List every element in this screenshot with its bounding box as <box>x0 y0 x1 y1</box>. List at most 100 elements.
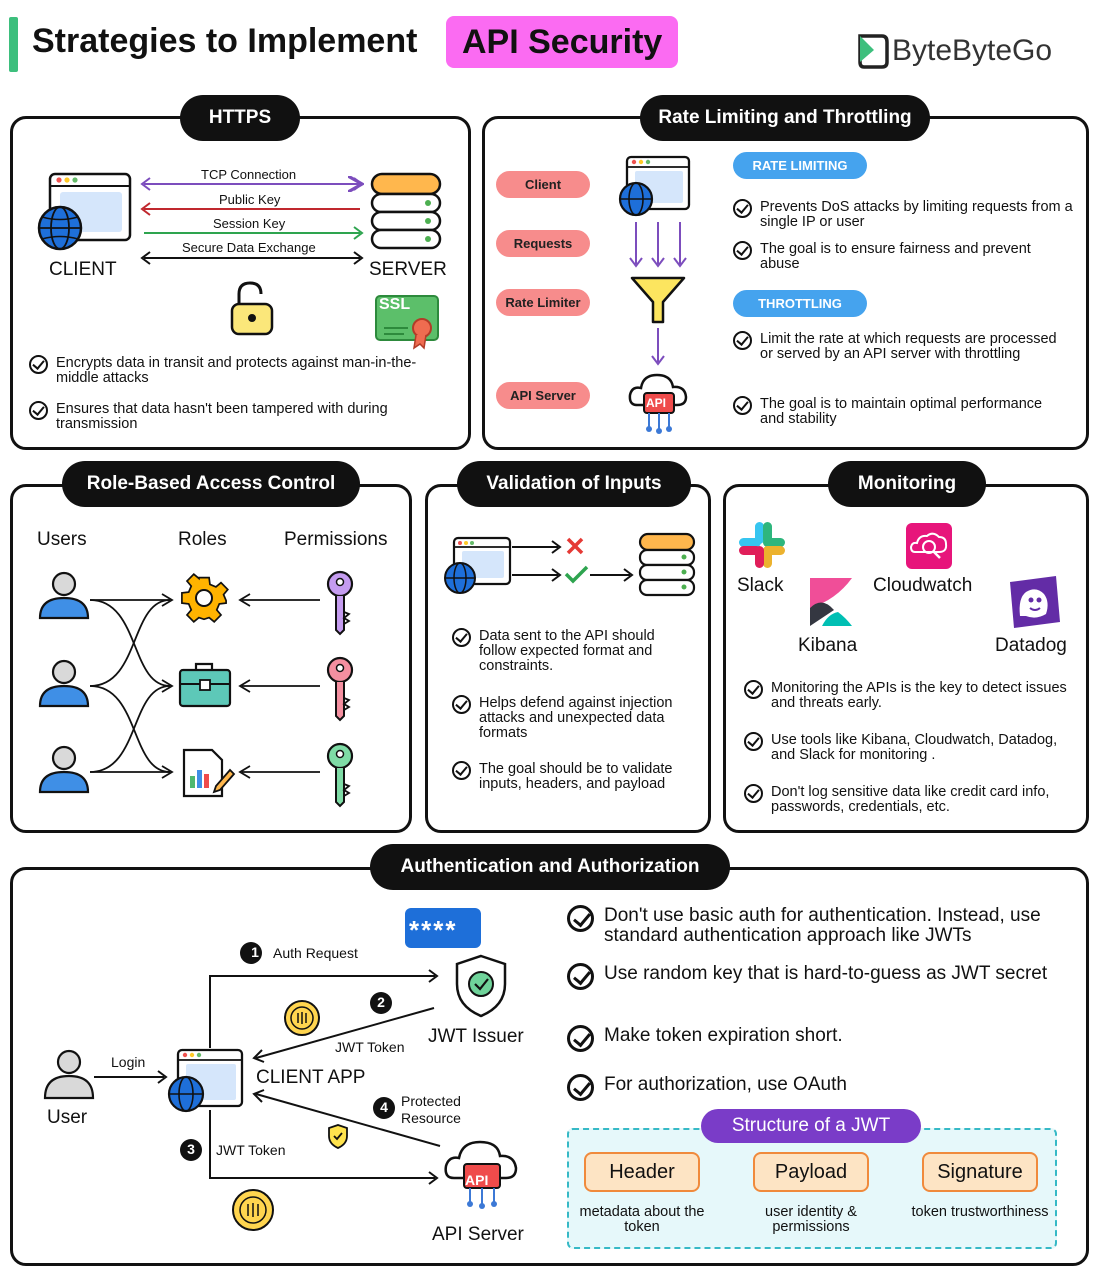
throttling-label: THROTTLING <box>733 290 867 317</box>
key-icon <box>326 742 354 808</box>
flow-client: Client <box>496 171 590 198</box>
check-icon <box>567 905 594 932</box>
datadog-icon <box>1010 576 1060 628</box>
password-mask: **** <box>409 915 458 945</box>
https-point-1: Encrypts data in transit and protects ag… <box>29 355 449 386</box>
tool-cloudwatch: Cloudwatch <box>873 575 973 596</box>
step-3-number: 3 <box>187 1141 195 1157</box>
tool-datadog: Datadog <box>995 635 1067 656</box>
step-1-label: Auth Request <box>273 945 358 961</box>
jwt-structure-title: Structure of a JWT <box>701 1109 921 1143</box>
validation-point-3: The goal should be to validate inputs, h… <box>452 761 692 792</box>
step-2-label: JWT Token <box>335 1039 405 1055</box>
accept-check-icon <box>564 565 589 584</box>
check-icon <box>744 784 763 803</box>
validation-diagram <box>444 532 696 597</box>
brand-name: ByteByteGo <box>892 34 1053 67</box>
client-browser-icon <box>37 172 132 251</box>
key-icon <box>326 570 354 636</box>
password-field-icon <box>405 908 481 948</box>
auth-point-4: For authorization, use OAuth <box>567 1074 1067 1101</box>
server-icon <box>370 172 442 250</box>
monitoring-point-1: Monitoring the APIs is the key to detect… <box>744 680 1074 711</box>
rbac-diagram <box>38 570 354 808</box>
rbac-col-permissions: Permissions <box>284 529 388 550</box>
arrow-label-public-key: Public Key <box>219 192 281 207</box>
accent-bar <box>9 17 18 72</box>
validation-point-1: Data sent to the API should follow expec… <box>452 628 692 674</box>
api-server-cloud-icon <box>444 1140 518 1209</box>
tool-kibana: Kibana <box>798 635 858 656</box>
jwt-payload-desc: user identity & permissions <box>765 1204 857 1235</box>
auth-api-text: API <box>465 1172 489 1188</box>
check-icon <box>567 1025 594 1052</box>
rbac-title: Role-Based Access Control <box>62 461 360 507</box>
validation-point-2: Helps defend against injection attacks a… <box>452 695 692 741</box>
check-icon <box>744 732 763 751</box>
key-icon <box>326 656 354 722</box>
step-4-number: 4 <box>380 1099 388 1115</box>
reject-x-icon <box>566 537 584 555</box>
small-shield-icon <box>328 1124 348 1149</box>
jwt-payload-box: Payload <box>753 1152 869 1192</box>
ssl-text: SSL <box>379 296 411 313</box>
toolbox-icon <box>178 662 232 708</box>
check-icon <box>29 401 48 420</box>
kibana-icon <box>810 578 852 626</box>
arrow-label-tcp: TCP Connection <box>201 167 297 182</box>
rate-limiting-point-1: Prevents DoS attacks by limiting request… <box>733 199 1073 230</box>
check-icon <box>733 396 752 415</box>
login-label: Login <box>111 1054 146 1070</box>
ssl-certificate-icon <box>375 295 439 350</box>
limiter-arrow <box>651 328 665 366</box>
throttling-point-2: The goal is to maintain optimal performa… <box>733 396 1053 427</box>
step-2-number: 2 <box>377 994 385 1010</box>
rbac-col-users: Users <box>37 529 87 550</box>
step-3-label: JWT Token <box>216 1142 286 1158</box>
jwt-signature-box: Signature <box>922 1152 1038 1192</box>
monitoring-point-2: Use tools like Kibana, Cloudwatch, Datad… <box>744 732 1074 763</box>
title-highlight: API Security <box>446 16 679 68</box>
rate-api-text: API <box>646 396 667 410</box>
flow-requests: Requests <box>496 230 590 257</box>
check-icon <box>452 628 471 647</box>
https-handshake-arrows <box>140 176 368 265</box>
https-panel <box>10 116 471 450</box>
auth-title: Authentication and Authorization <box>370 844 730 890</box>
gear-icon <box>181 573 229 623</box>
check-icon <box>452 761 471 780</box>
check-icon <box>452 695 471 714</box>
auth-point-1: Don't use basic auth for authentication.… <box>567 905 1067 946</box>
auth-point-2: Use random key that is hard-to-guess as … <box>567 963 1067 990</box>
check-icon <box>29 355 48 374</box>
funnel-icon <box>630 276 686 324</box>
client-label: CLIENT <box>49 259 117 280</box>
rate-limiting-point-2: The goal is to ensure fairness and preve… <box>733 241 1053 272</box>
check-icon <box>733 199 752 218</box>
check-icon <box>733 331 752 350</box>
slack-icon <box>739 522 785 568</box>
step-1-number: 1 <box>251 944 259 960</box>
step-4-label: Protected Resource <box>401 1093 461 1126</box>
throttling-point-1: Limit the rate at which requests are pro… <box>733 331 1073 362</box>
server-label: SERVER <box>369 259 447 280</box>
user-icon <box>38 659 90 708</box>
user-icon <box>38 571 90 620</box>
brand-logo-icon <box>858 34 889 69</box>
monitoring-title: Monitoring <box>828 461 986 507</box>
monitoring-point-3: Don't log sensitive data like credit car… <box>744 784 1074 815</box>
check-icon <box>733 241 752 260</box>
https-point-2: Ensures that data hasn't been tampered w… <box>29 401 449 432</box>
rate-limiting-label: RATE LIMITING <box>733 152 867 179</box>
check-icon <box>567 963 594 990</box>
user-icon <box>43 1049 95 1100</box>
page-title: Strategies to Implement <box>32 22 418 60</box>
https-title: HTTPS <box>180 95 300 141</box>
flow-rate-limiter: Rate Limiter <box>496 289 590 316</box>
arrow-label-session-key: Session Key <box>213 216 286 231</box>
request-arrows <box>629 222 687 268</box>
jwt-header-desc: metadata about the token <box>579 1204 705 1235</box>
client-app-label: CLIENT APP <box>256 1067 366 1088</box>
auth-flow-diagram <box>43 908 518 1231</box>
user-icon <box>38 745 90 794</box>
